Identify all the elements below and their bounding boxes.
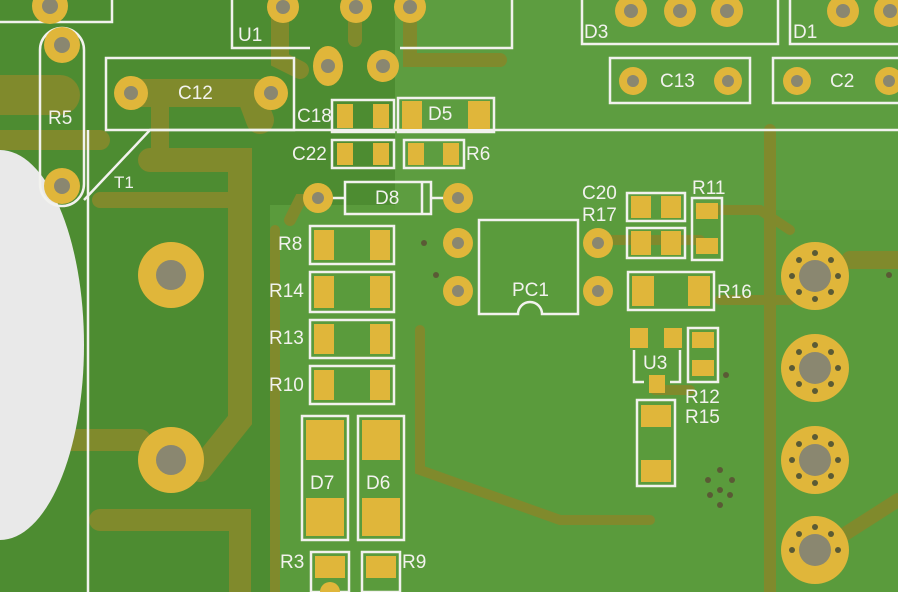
label-r11: R11 (692, 178, 726, 199)
label-r6: R6 (466, 144, 491, 165)
label-c13: C13 (660, 71, 695, 92)
label-d1: D1 (793, 22, 818, 43)
label-r14: R14 (269, 281, 304, 302)
smd-pads (306, 101, 718, 578)
label-u1: U1 (238, 25, 263, 46)
label-r3: R3 (280, 552, 305, 573)
label-r12: R12 (685, 387, 720, 408)
label-d5: D5 (428, 104, 453, 125)
label-r16: R16 (717, 282, 752, 303)
transformer-body (0, 150, 84, 540)
label-r9: R9 (402, 552, 427, 573)
label-d8: D8 (375, 188, 400, 209)
label-c2: C2 (830, 71, 855, 92)
label-r5: R5 (48, 108, 73, 129)
label-r17: R17 (582, 205, 617, 226)
label-r15: R15 (685, 407, 720, 428)
label-r10: R10 (269, 375, 304, 396)
label-c12: C12 (178, 83, 213, 104)
label-c20: C20 (582, 183, 617, 204)
label-r13: R13 (269, 328, 304, 349)
vias (421, 240, 892, 553)
label-d6: D6 (366, 473, 391, 494)
label-t1: T1 (114, 173, 134, 192)
label-c22: C22 (292, 144, 327, 165)
label-pc1: PC1 (512, 280, 549, 301)
label-u3: U3 (643, 353, 668, 374)
drill-holes (42, 0, 897, 566)
label-d3: D3 (584, 22, 609, 43)
label-d7: D7 (310, 473, 335, 494)
label-c18: C18 (297, 106, 332, 127)
label-r8: R8 (278, 234, 303, 255)
